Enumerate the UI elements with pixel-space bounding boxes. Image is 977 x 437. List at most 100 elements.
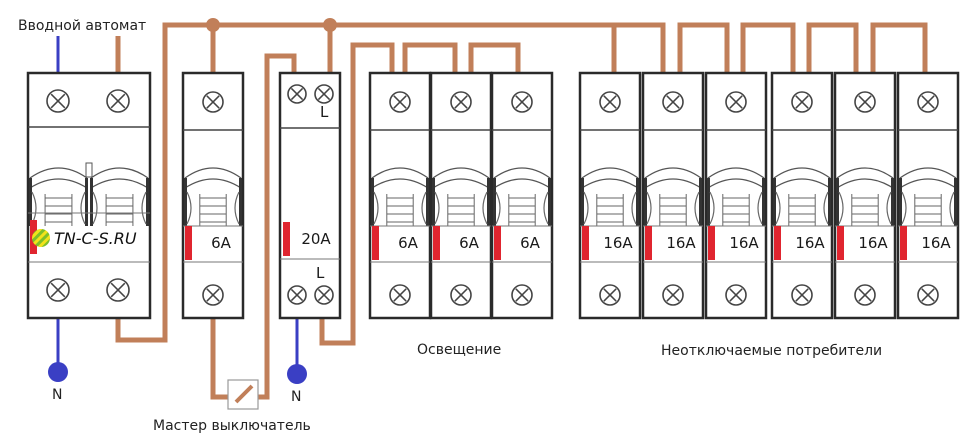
handle-edge: [239, 178, 242, 226]
handle-arc: [90, 178, 149, 189]
breaker-handle[interactable]: [899, 167, 957, 226]
handle-arc: [899, 178, 957, 189]
consumer-breaker[interactable]: 16A: [770, 71, 834, 320]
trip-indicator: [708, 226, 715, 260]
handle-curve: [775, 191, 781, 225]
handle-curve: [373, 191, 379, 225]
handle-arc: [644, 167, 702, 179]
terminal-screw-icon: [46, 278, 70, 302]
handle-edge: [773, 178, 776, 226]
handle-arc: [836, 167, 894, 179]
screw-slot: [666, 95, 680, 109]
handle-arc: [773, 178, 831, 189]
screw-slot: [603, 95, 617, 109]
trip-indicator: [433, 226, 440, 260]
breaker-handle[interactable]: [581, 167, 639, 226]
terminal-screw-icon: [202, 91, 224, 113]
breaker-body: [833, 71, 897, 320]
trip-indicator: [283, 222, 290, 256]
master-feed-breaker[interactable]: 6A: [181, 71, 245, 320]
terminal-screw-icon: [662, 91, 684, 113]
handle-edge: [636, 178, 639, 226]
breaker-handle[interactable]: [184, 167, 242, 226]
screw-slot: [858, 288, 872, 302]
breaker-handle[interactable]: [432, 167, 490, 226]
breaker-rating: 6A: [459, 234, 480, 252]
main-breaker[interactable]: TN-C-S.RU: [26, 71, 152, 320]
master-switch-label: Мастер выключатель: [153, 418, 311, 434]
consumer-breaker[interactable]: 16A: [896, 71, 960, 320]
breaker-handle[interactable]: [90, 167, 149, 226]
trip-indicator: [837, 226, 844, 260]
breaker-handle[interactable]: [707, 167, 765, 226]
handle-arc: [432, 178, 490, 189]
handle-arc: [836, 178, 894, 189]
breaker-rating: 6A: [211, 234, 232, 252]
breaker-rating: 16A: [795, 234, 825, 252]
handle-arc: [707, 167, 765, 179]
handle-arc: [707, 178, 765, 189]
handle-curve: [709, 191, 715, 225]
breaker-handle[interactable]: [644, 167, 702, 226]
handle-curve: [495, 191, 501, 225]
breaker-body: [181, 71, 245, 320]
lighting-breaker[interactable]: 6A: [490, 71, 554, 320]
terminal-screw-icon: [314, 285, 334, 305]
handle-edge: [493, 178, 496, 226]
consumer-breaker[interactable]: 16A: [578, 71, 642, 320]
consumer-breaker[interactable]: 16A: [641, 71, 705, 320]
trip-indicator: [900, 226, 907, 260]
breaker-handle[interactable]: [773, 167, 831, 226]
breaker-handle[interactable]: [371, 167, 429, 226]
trip-indicator: [645, 226, 652, 260]
handle-curve: [92, 191, 98, 225]
lighting-breaker[interactable]: 6A: [429, 71, 493, 320]
handle-edge: [90, 178, 93, 226]
breaker-handle[interactable]: [836, 167, 894, 226]
breaker-rating: 16A: [858, 234, 888, 252]
consumer-jumper-1: [611, 22, 666, 73]
handle-arc: [493, 178, 551, 189]
screw-slot: [795, 95, 809, 109]
handle-arc: [581, 178, 639, 189]
screw-slot: [858, 95, 872, 109]
handle-curve: [186, 191, 192, 225]
handle-edge: [699, 178, 702, 226]
main-breaker-label: Вводной автомат: [18, 18, 146, 34]
handle-edge: [432, 178, 435, 226]
handle-edge: [954, 178, 957, 226]
screw-slot: [515, 95, 529, 109]
handle-arc: [29, 167, 88, 179]
trip-indicator: [494, 226, 501, 260]
handle-edge: [184, 178, 187, 226]
screw-slot: [317, 288, 331, 302]
neutral-label-left: N: [52, 387, 62, 403]
master-switch-box: [227, 379, 259, 410]
breaker-handle[interactable]: [493, 167, 551, 226]
handle-edge: [548, 178, 551, 226]
handle-curve: [421, 191, 427, 225]
consumer-breaker[interactable]: 16A: [833, 71, 897, 320]
lighting-breaker[interactable]: 6A: [368, 71, 432, 320]
terminal-screw-icon: [389, 284, 411, 306]
handle-curve: [80, 191, 86, 225]
handle-edge: [85, 178, 88, 226]
terminal-screw-icon: [917, 91, 939, 113]
handle-curve: [434, 191, 440, 225]
terminal-screw-icon: [314, 84, 334, 104]
consumer-breaker[interactable]: 16A: [704, 71, 768, 320]
screw-slot: [317, 87, 331, 101]
breaker-body: [578, 71, 642, 320]
handle-edge: [426, 178, 429, 226]
breaker-rating: 16A: [603, 234, 633, 252]
screw-slot: [666, 288, 680, 302]
trip-indicator: [582, 226, 589, 260]
handle-edge: [371, 178, 374, 226]
master-switch[interactable]: [227, 379, 259, 410]
terminal-screw-icon: [46, 89, 70, 113]
screw-slot: [454, 288, 468, 302]
terminal-screw-icon: [791, 91, 813, 113]
handle-curve: [631, 191, 637, 225]
